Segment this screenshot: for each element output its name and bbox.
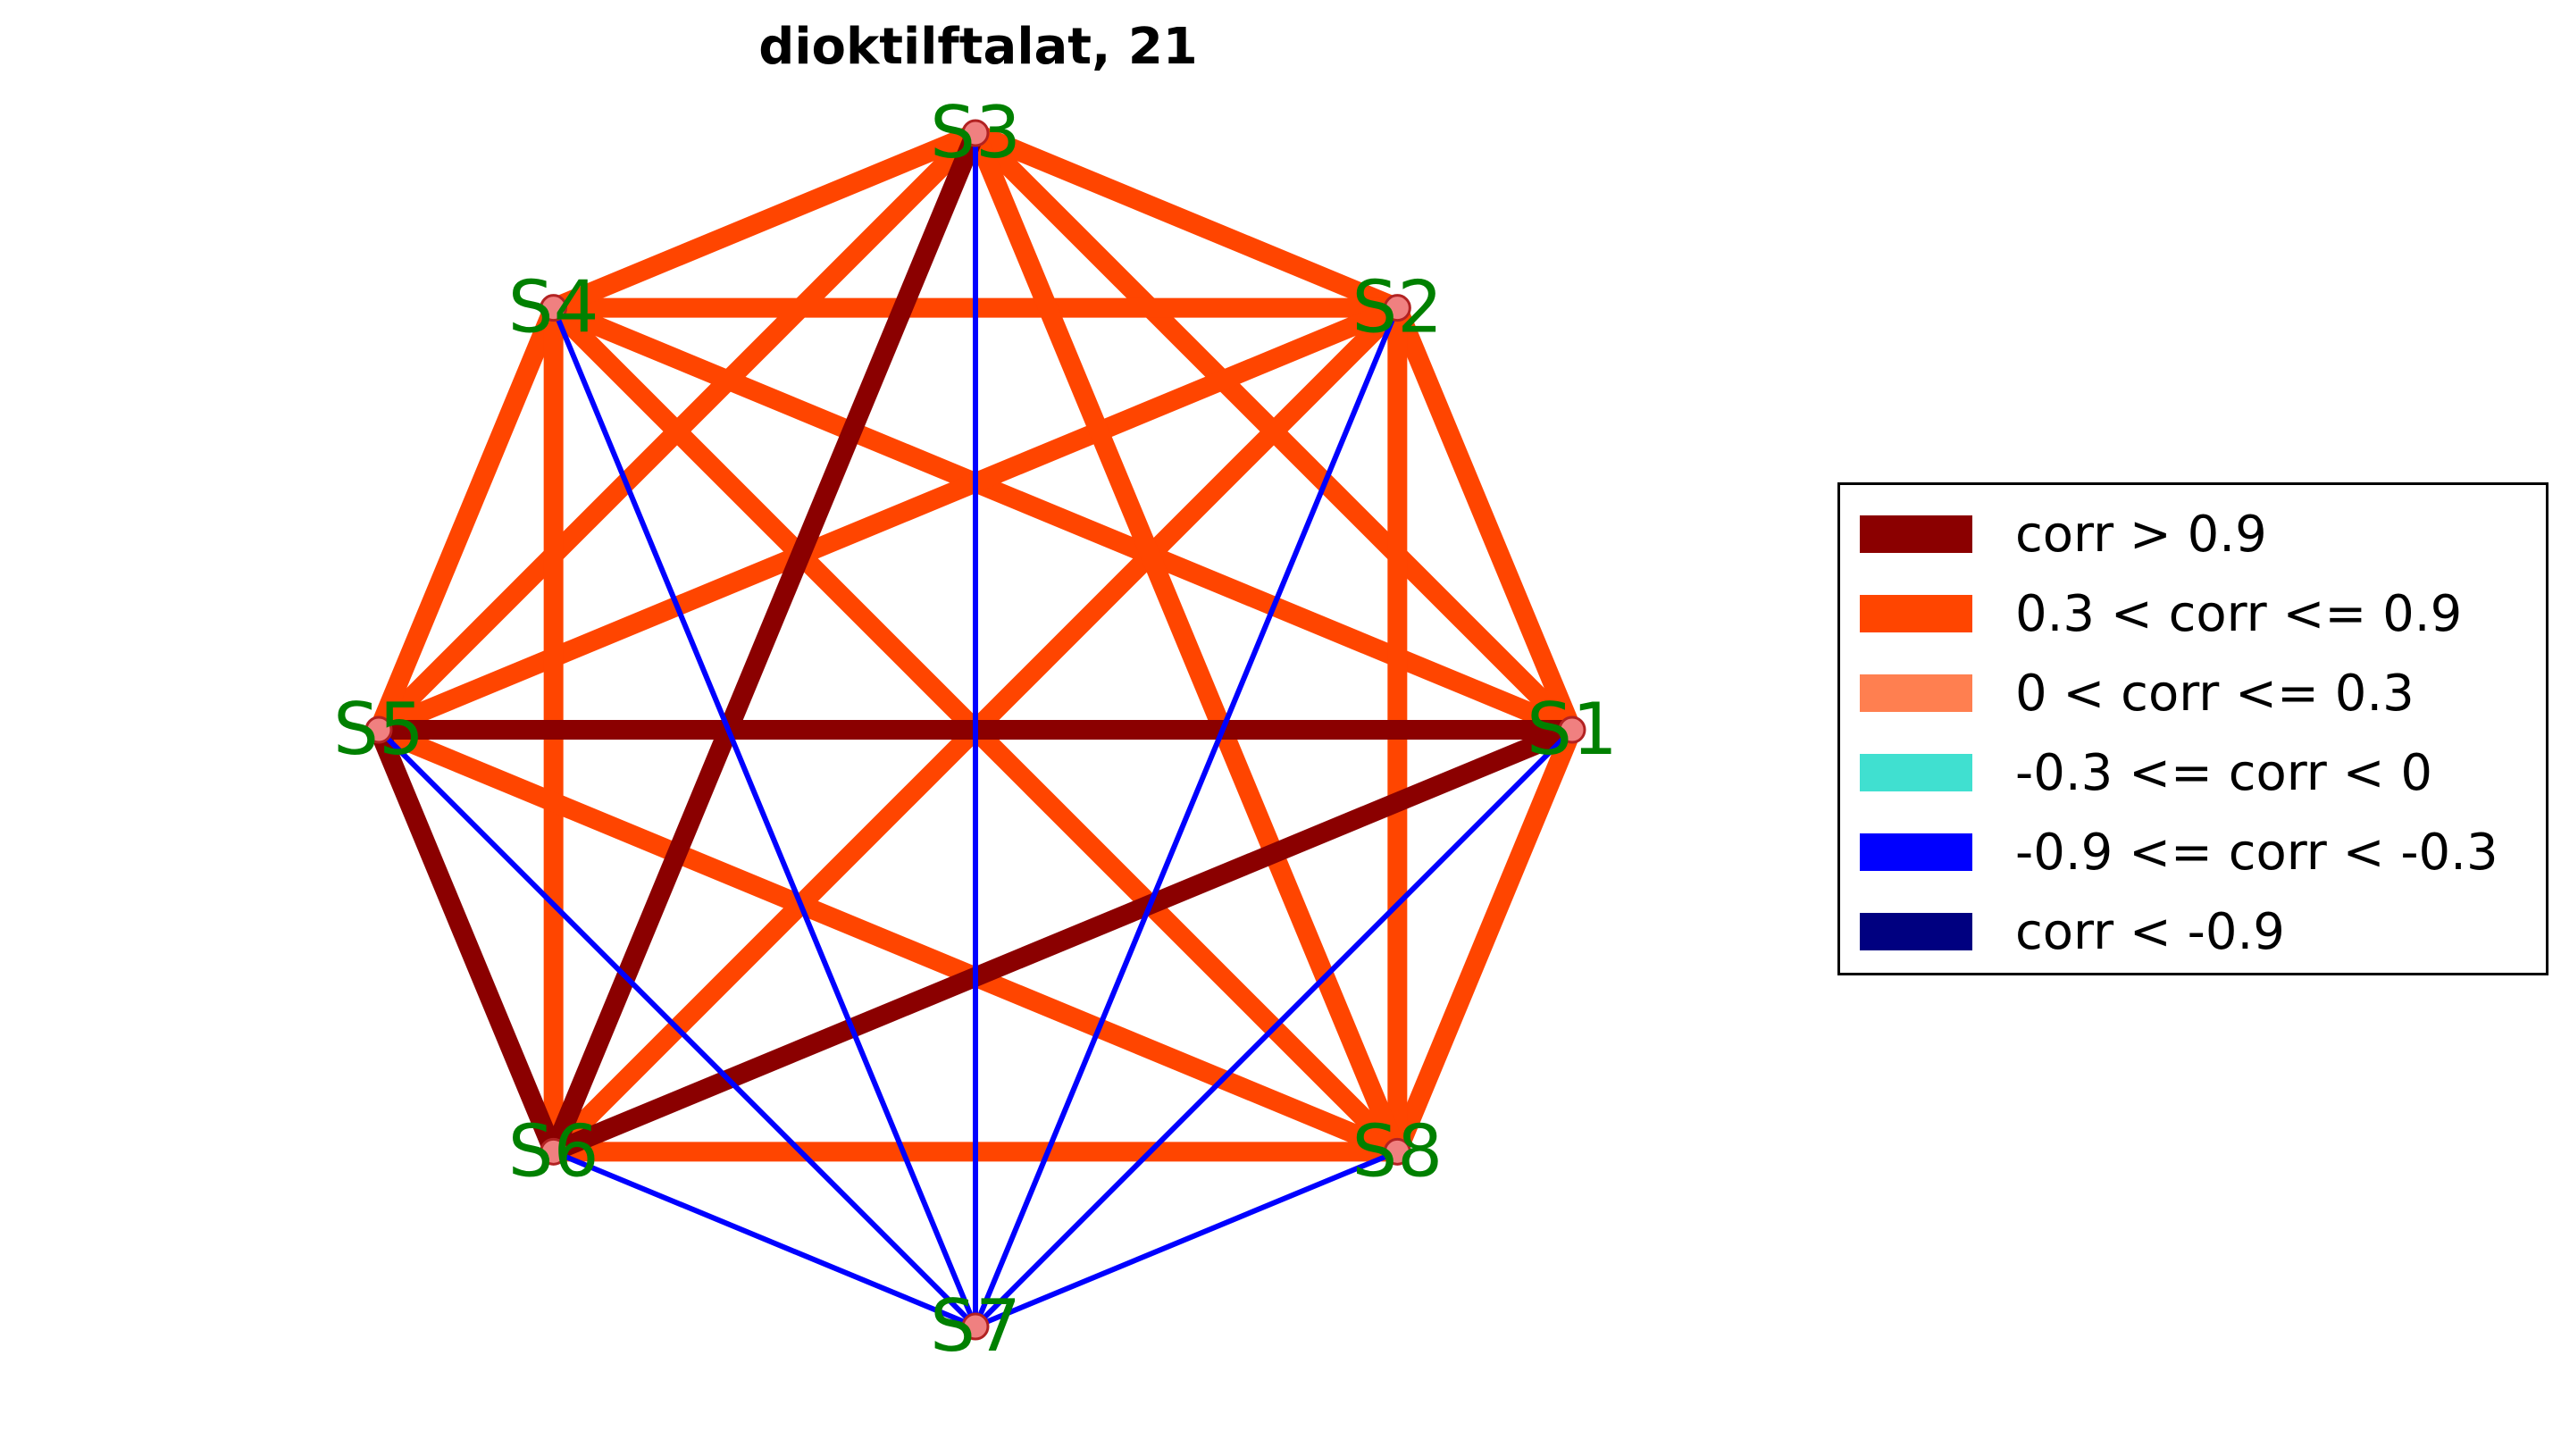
legend-label: -0.9 <= corr < -0.3	[2015, 823, 2498, 882]
edge-s5-s6	[369, 725, 563, 1156]
legend-label: corr < -0.9	[2015, 902, 2285, 961]
legend-swatch	[1860, 754, 1972, 791]
edge-s2-s3	[971, 123, 1402, 317]
node-s1	[1558, 715, 1586, 744]
node-label-s4: S4	[508, 266, 599, 349]
legend: corr > 0.9 0.3 < corr <= 0.9 0 < corr <= 0…	[1837, 482, 2548, 975]
legend-swatch	[1860, 833, 1972, 871]
node-s7	[961, 1312, 990, 1341]
legend-item: corr > 0.9	[1860, 505, 2267, 564]
legend-item: 0 < corr <= 0.3	[1860, 664, 2415, 723]
node-s6	[540, 1137, 568, 1166]
legend-item: corr < -0.9	[1860, 902, 2285, 961]
edge-s7-s8	[974, 1149, 1399, 1329]
edge-s1-s7	[973, 727, 1575, 1329]
node-s4	[540, 294, 568, 322]
node-s5	[364, 715, 393, 744]
legend-swatch	[1860, 913, 1972, 950]
edge-s5-s8	[374, 720, 1402, 1161]
edge-s1-s6	[549, 720, 1577, 1161]
edge-s5-s7	[376, 727, 978, 1329]
nodes-layer	[364, 119, 1586, 1341]
legend-swatch	[1860, 595, 1972, 632]
legend-swatch	[1860, 674, 1972, 712]
edges-layer	[369, 123, 1582, 1329]
node-label-s3: S3	[930, 91, 1021, 174]
node-s8	[1383, 1137, 1411, 1166]
legend-label: 0 < corr <= 0.3	[2015, 664, 2415, 723]
node-label-s1: S1	[1527, 688, 1618, 771]
node-label-s6: S6	[508, 1109, 599, 1192]
node-s3	[961, 119, 990, 147]
edge-s2-s7	[973, 306, 1401, 1328]
node-label-s2: S2	[1352, 266, 1444, 349]
legend-item: -0.9 <= corr < -0.3	[1860, 823, 2498, 882]
edge-s6-s7	[552, 1149, 977, 1329]
edge-s1-s8	[1388, 725, 1582, 1156]
legend-swatch	[1860, 515, 1972, 553]
node-s2	[1383, 294, 1411, 322]
edge-s4-s7	[550, 306, 978, 1328]
edge-s3-s4	[549, 123, 980, 317]
edge-s4-s5	[369, 304, 563, 734]
edge-s3-s8	[966, 129, 1407, 1156]
legend-label: -0.3 <= corr < 0	[2015, 743, 2432, 802]
node-label-s8: S8	[1352, 1109, 1444, 1192]
legend-label: corr > 0.9	[2015, 505, 2267, 564]
edge-s3-s6	[544, 129, 985, 1156]
legend-item: -0.3 <= corr < 0	[1860, 743, 2432, 802]
legend-label: 0.3 < corr <= 0.9	[2015, 584, 2463, 643]
node-label-s7: S7	[930, 1284, 1021, 1368]
edge-s1-s2	[1388, 304, 1582, 734]
chart-title: dioktilftalat, 21	[758, 18, 1198, 76]
node-label-s5: S5	[333, 688, 424, 771]
legend-item: 0.3 < corr <= 0.9	[1860, 584, 2463, 643]
